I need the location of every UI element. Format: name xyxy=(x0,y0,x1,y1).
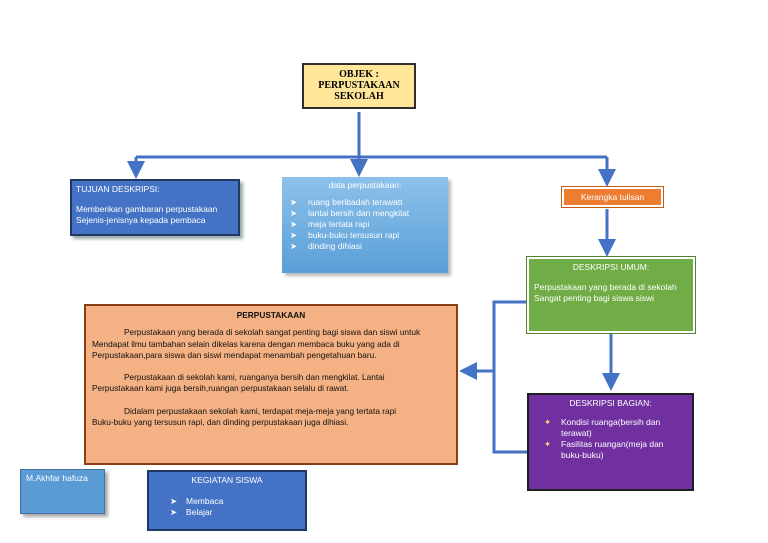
kerangka-label: Kerangka tulisan xyxy=(580,192,645,202)
list-item: ➤lantai bersih dan mengkilat xyxy=(290,208,410,218)
tujuan-title: TUJUAN DESKRIPSI: xyxy=(76,184,160,194)
objek-line-1: OBJEK : xyxy=(339,69,379,80)
paragraph-1-line-3: Perpustakaan,para siswa dan siswi mendap… xyxy=(92,349,377,360)
bracket-umum-bagian xyxy=(492,300,527,454)
author-box: M.Akhfar hafuza xyxy=(20,469,105,514)
paragraph-3-line-2: Buku-buku yang tersusun rapi, dan dindin… xyxy=(92,417,349,428)
arrowhead-icon: ➤ xyxy=(290,219,298,229)
multicolor-bullet-icon: ✦ xyxy=(544,439,552,449)
paragraph-1-line-1: Perpustakaan yang berada di sekolah sang… xyxy=(124,327,421,338)
data-title: data perpustakaan: xyxy=(328,180,402,190)
umum-line-2: Sangat penting bagi siswa siswi xyxy=(534,293,655,303)
list-item: ✦Kondisi ruanga(bersih dan terawat) xyxy=(544,417,661,438)
list-item: ➤dinding dihiasi xyxy=(290,241,362,251)
umum-title: DESKRIPSI UMUM: xyxy=(572,262,650,272)
list-item: ➤meja tertata rapi xyxy=(290,219,370,229)
tujuan-line-2: Sejenis-jenisnya kepada pembaca xyxy=(76,215,206,225)
objek-line-3: SEKOLAH xyxy=(334,91,384,102)
list-item: ➤ruang beribadah terawatt xyxy=(290,197,403,207)
kegiatan-list: ➤Membaca ➤Belajar xyxy=(154,496,300,518)
tujuan-deskripsi-box: TUJUAN DESKRIPSI: Memberikan gambaran pe… xyxy=(70,179,240,236)
arrowhead-icon: ➤ xyxy=(290,241,298,251)
perpustakaan-title: PERPUSTAKAAN xyxy=(236,310,306,320)
deskripsi-bagian-box: DESKRIPSI BAGIAN: ✦Kondisi ruanga(bersih… xyxy=(527,393,694,491)
objek-box: OBJEK : PERPUSTAKAAN SEKOLAH xyxy=(302,63,416,109)
list-item: ➤buku-buku tersusun rapi xyxy=(290,230,400,240)
kerangka-tulisan-box: Kerangka tulisan xyxy=(561,186,664,208)
umum-line-1: Perpustakaan yang berada di sekolah xyxy=(534,282,677,292)
paragraph-2-line-1: Perpustakaan di sekolah kami, ruanganya … xyxy=(124,372,385,383)
kegiatan-title: KEGIATAN SISWA xyxy=(191,475,263,485)
paragraph-2-line-2: Perpustakaan kami juga bersih,ruangan pe… xyxy=(92,383,349,394)
bagian-list: ✦Kondisi ruanga(bersih dan terawat) ✦Fas… xyxy=(534,417,679,461)
list-item: ➤Belajar xyxy=(170,507,213,517)
tujuan-line-1: Memberikan gambaran perpustakaan xyxy=(76,204,218,214)
arrowhead-icon: ➤ xyxy=(290,197,298,207)
list-item: ✦Fasilitas ruangan(meja dan buku-buku) xyxy=(544,439,664,460)
kegiatan-siswa-box: KEGIATAN SISWA ➤Membaca ➤Belajar xyxy=(147,470,307,531)
bagian-title: DESKRIPSI BAGIAN: xyxy=(569,398,652,408)
perpustakaan-box: PERPUSTAKAAN Perpustakaan yang berada di… xyxy=(84,304,458,465)
deskripsi-umum-box: DESKRIPSI UMUM: Perpustakaan yang berada… xyxy=(526,256,696,334)
arrowhead-icon: ➤ xyxy=(290,208,298,218)
arrowhead-icon: ➤ xyxy=(170,507,178,517)
data-perpustakaan-box: data perpustakaan: ➤ruang beribadah tera… xyxy=(282,177,448,273)
paragraph-1-line-2: Mendapat ilmu tambahan selain dikelas ka… xyxy=(92,338,400,349)
arrowhead-icon: ➤ xyxy=(170,496,178,506)
arrowhead-icon: ➤ xyxy=(290,230,298,240)
paragraph-3-line-1: Didalam perpustakaan sekolah kami, terda… xyxy=(124,405,397,416)
multicolor-bullet-icon: ✦ xyxy=(544,417,552,427)
author-name: M.Akhfar hafuza xyxy=(26,473,88,483)
list-item: ➤Membaca xyxy=(170,496,224,506)
objek-line-2: PERPUSTAKAAN xyxy=(318,80,400,91)
data-list: ➤ruang beribadah terawatt ➤lantai bersih… xyxy=(288,197,442,252)
